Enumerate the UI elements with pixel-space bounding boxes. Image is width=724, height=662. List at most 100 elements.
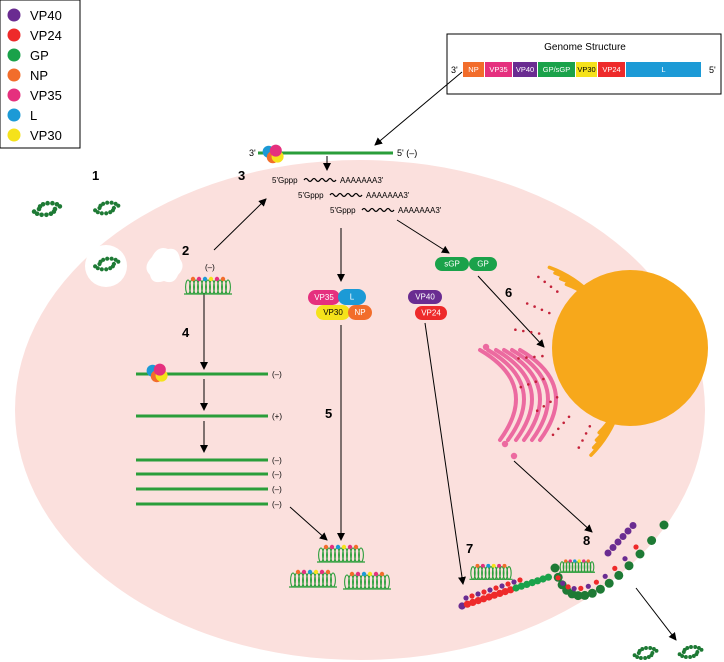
mrna-polya-tail: AAAAAAA3' [398,206,442,215]
mrna-cap: 5'Gppp [272,176,298,185]
budding-matrix-layer [560,580,566,586]
nucleocapsid-protein [325,569,331,575]
budding-matrix [517,577,523,583]
protein-label-np: NP [354,308,365,317]
nucleocapsid-protein [301,569,307,575]
nucleocapsid [289,569,337,588]
er-ribosome [525,302,529,305]
virion-subunit [57,204,63,209]
replication-polarity-label: (–) [272,370,282,379]
budding-matrix-layer [585,583,591,589]
nucleocapsid-protein [319,569,325,575]
er-ribosome [519,385,523,389]
virion-subunit [116,259,121,264]
budding-vp40 [624,527,632,535]
budding-matrix [487,587,493,593]
nucleocapsid-protein [497,563,502,568]
protein-vp24 [415,306,447,320]
budding-gp-layer [614,570,624,580]
step-3: 3 [238,168,245,183]
er-ribosome [551,433,555,437]
step-4: 4 [182,325,190,340]
budding-matrix-layer [571,586,577,592]
nucleocapsid-protein [329,544,335,550]
budding-protein [458,602,466,610]
template-3prime: 3' [249,148,256,158]
legend-label-vp40: VP40 [30,8,62,23]
budding-gp-layer [573,591,583,601]
budding-gp-layer [550,563,560,573]
nucleocapsid-protein [220,276,226,282]
virion-subunit [104,267,109,272]
nucleocapsid-protein [475,563,480,568]
virion-subunit [39,212,44,218]
replication-polarity-label: (–) [272,470,282,479]
golgi-cisterna [510,348,550,442]
golgi-cisterna [518,348,558,442]
arrow-gp-to-er [477,275,545,348]
genome-replication: (–)(+)(–)(–)(–)(–) [136,370,282,509]
virion-subunit [691,654,696,658]
golgi-cisterna [478,348,518,442]
nucleocapsid-protein [564,559,568,563]
golgi-vesicle [482,343,490,351]
genome-segment-l [626,62,701,77]
budding-matrix [463,595,469,601]
budding-gp-layer [580,590,590,600]
nucleocapsid-protein [295,569,301,575]
genome-title: Genome Structure [544,42,626,53]
arrow-release [635,587,677,641]
virion-released [677,645,704,659]
genome-segment-vp35 [485,62,512,77]
golgi-apparatus [478,343,558,460]
nucleocapsid-protein [361,571,367,577]
budding-gp-layer [604,578,614,588]
genome-segment-label: VP40 [516,65,534,74]
genome-segment-label: GP/sGP [543,65,571,74]
protein-vp30 [316,305,350,320]
arrow-mrna-to-gp [396,219,450,254]
fusion-pore [146,248,183,283]
legend-swatch-vp30 [7,128,21,142]
nucleocapsid-protein [313,569,319,575]
budding-vp40 [614,538,622,546]
nucleus [552,270,708,426]
protein-sgp [435,257,469,271]
nucleocapsid-protein [379,571,385,577]
virion-budding [458,520,669,610]
legend-swatch-vp35 [7,88,21,102]
genome-segment-label: L [661,65,665,74]
virion-subunit [105,200,110,205]
budding-matrix-layer [612,565,618,572]
genome-segment-vp30 [576,62,597,77]
replication-polarity-label: (–) [272,456,282,465]
nucleocapsid-assembly [289,544,513,590]
virion-subunit [50,200,55,206]
replication-polarity-label: (+) [272,412,282,421]
protein-label-vp35: VP35 [314,293,334,302]
er-ribosome [522,329,525,333]
er-ribosome [549,285,553,289]
protein-vp40 [408,290,442,304]
budding-vp40 [619,533,627,540]
er-ribosome [562,421,565,425]
genome-segment-np [463,62,484,77]
protein-vp35 [308,290,340,305]
genome-segment-gp-sgp [538,62,575,77]
virion-released [632,646,659,660]
legend-swatch-vp40 [7,8,21,22]
virion-subunit [677,652,682,657]
er-ribosome [533,355,536,359]
budding-gp-layer [624,561,634,571]
budding-matrix-layer [593,579,600,585]
budding-matrix [511,579,517,585]
budding-gp-layer [647,536,657,545]
budding-gp-layer [659,520,669,530]
nucleocapsid-protein [573,559,577,563]
nucleocapsid-protein [307,569,313,575]
er-ribosome [584,432,588,435]
